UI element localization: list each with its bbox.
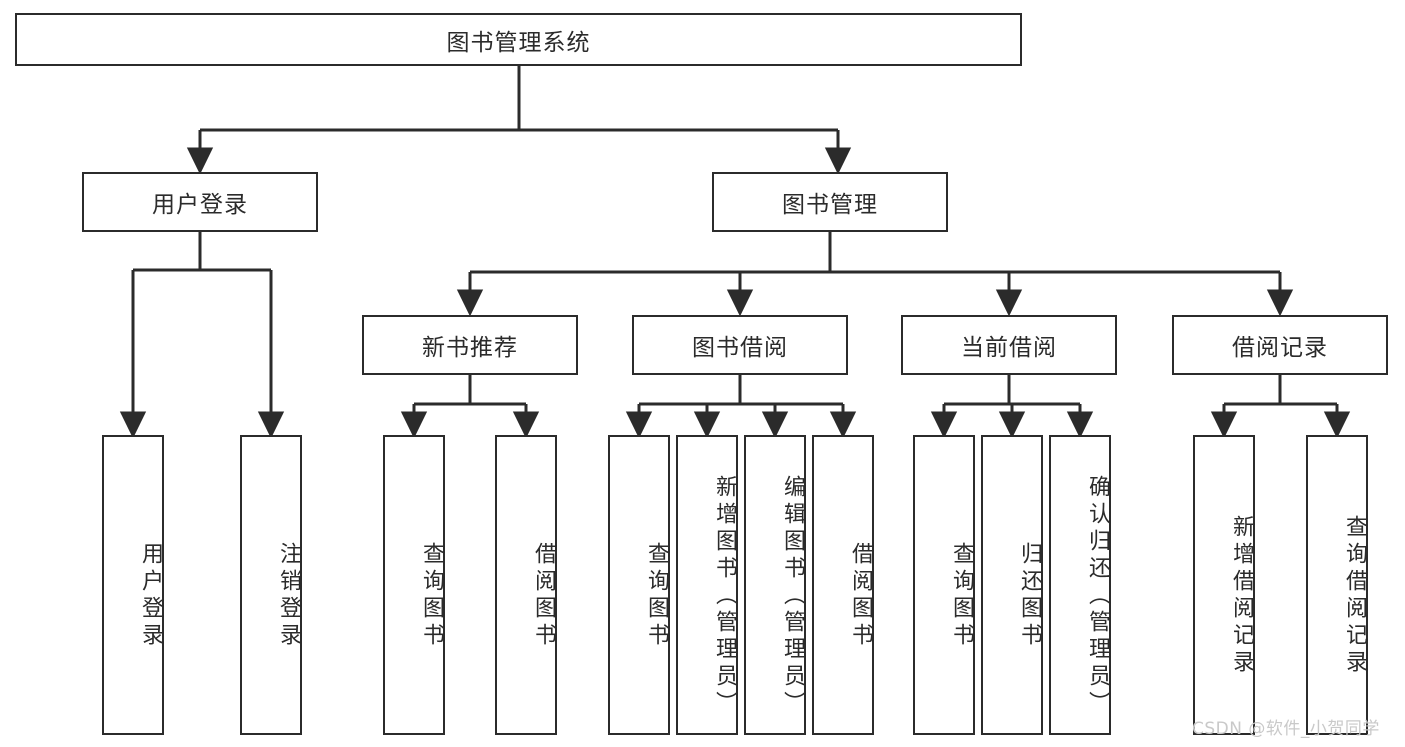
node-leaf-borrow-query-label: 查询图书 (644, 542, 669, 650)
node-borrow-record[interactable]: 借阅记录 (1172, 315, 1388, 375)
node-leaf-rec-borrow-label: 借阅图书 (531, 542, 556, 650)
node-borrow-record-label: 借阅记录 (1232, 335, 1328, 361)
node-leaf-rec-query[interactable]: 查询图书 (383, 435, 445, 735)
node-leaf-rec-query-label: 查询图书 (419, 542, 444, 650)
node-book-manage[interactable]: 图书管理 (712, 172, 948, 232)
node-leaf-record-query-label: 查询借阅记录 (1342, 515, 1367, 677)
node-leaf-cur-return-label: 归还图书 (1017, 542, 1042, 650)
node-current-borrow-label: 当前借阅 (961, 335, 1057, 361)
node-leaf-borrow-query[interactable]: 查询图书 (608, 435, 670, 735)
node-leaf-user-logout-label: 注销登录 (276, 542, 301, 650)
node-leaf-borrow-lend-label: 借阅图书 (848, 542, 873, 650)
node-leaf-user-logout[interactable]: 注销登录 (240, 435, 302, 735)
node-leaf-borrow-add[interactable]: 新增图书（管理员） (676, 435, 738, 735)
node-current-borrow[interactable]: 当前借阅 (901, 315, 1117, 375)
node-book-borrow-label: 图书借阅 (692, 335, 788, 361)
node-leaf-rec-borrow[interactable]: 借阅图书 (495, 435, 557, 735)
node-user-login-label: 用户登录 (152, 192, 248, 218)
node-leaf-borrow-edit[interactable]: 编辑图书（管理员） (744, 435, 806, 735)
node-leaf-borrow-add-label: 新增图书（管理员） (712, 474, 737, 718)
node-new-book-rec-label: 新书推荐 (422, 335, 518, 361)
node-book-borrow[interactable]: 图书借阅 (632, 315, 848, 375)
node-leaf-record-add[interactable]: 新增借阅记录 (1193, 435, 1255, 735)
csdn-watermark: CSDN @软件_小贺同学 (1192, 719, 1380, 739)
node-leaf-cur-confirm[interactable]: 确认归还（管理员） (1049, 435, 1111, 735)
node-book-manage-label: 图书管理 (782, 192, 878, 218)
node-leaf-record-query[interactable]: 查询借阅记录 (1306, 435, 1368, 735)
node-root-label: 图书管理系统 (446, 29, 591, 56)
node-leaf-cur-query-label: 查询图书 (949, 542, 974, 650)
node-leaf-user-login-label: 用户登录 (138, 542, 163, 650)
node-leaf-borrow-lend[interactable]: 借阅图书 (812, 435, 874, 735)
node-leaf-cur-query[interactable]: 查询图书 (913, 435, 975, 735)
node-new-book-rec[interactable]: 新书推荐 (362, 315, 578, 375)
node-leaf-user-login[interactable]: 用户登录 (102, 435, 164, 735)
node-leaf-cur-return[interactable]: 归还图书 (981, 435, 1043, 735)
node-root[interactable]: 图书管理系统 (15, 13, 1022, 66)
node-leaf-borrow-edit-label: 编辑图书（管理员） (780, 474, 805, 718)
node-leaf-record-add-label: 新增借阅记录 (1229, 515, 1254, 677)
node-user-login[interactable]: 用户登录 (82, 172, 318, 232)
node-leaf-cur-confirm-label: 确认归还（管理员） (1085, 474, 1110, 718)
